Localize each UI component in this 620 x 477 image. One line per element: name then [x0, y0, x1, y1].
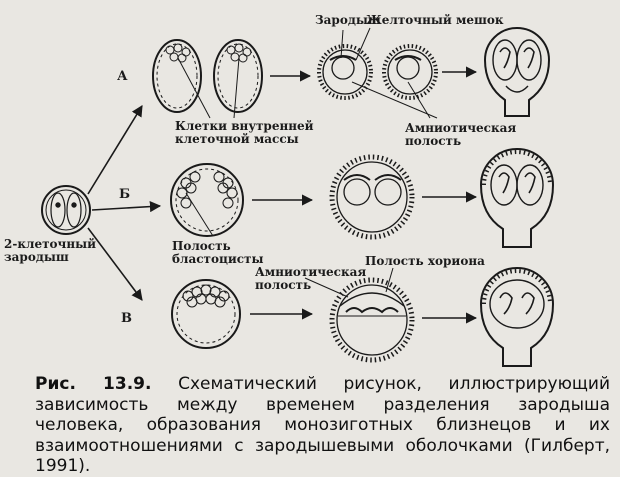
route-c-fetuses — [479, 267, 555, 367]
route-b-fetuses — [479, 148, 555, 248]
caption-text: Схематический рисунок, иллюстрирующий за… — [35, 374, 610, 476]
leader-lines — [177, 27, 438, 298]
label-chorion-cavity: Полость хориона — [365, 254, 485, 268]
label-amniotic-cavity-top: Амниотическая полость — [405, 121, 517, 148]
route-b-implanted-embryo — [329, 154, 415, 240]
route-a-fetuses — [483, 27, 551, 117]
label-inner-cell-mass: Клетки внутренней клеточной массы — [175, 119, 314, 146]
label-blastocyst-cavity: Полость бластоцисты — [172, 239, 264, 266]
label-embryo: Зародыш — [315, 13, 381, 27]
route-a-split-blastocysts — [152, 39, 263, 113]
figure-number: Рис. 13.9. — [35, 374, 152, 394]
label-amniotic-cavity-bottom: Амниотическая полость — [255, 265, 367, 292]
label-route-a: А — [117, 69, 128, 84]
branch-arrows — [87, 105, 162, 301]
two-cell-embryo — [41, 185, 91, 235]
route-c-implanted-embryo — [329, 277, 415, 363]
label-two-cell-embryo: 2-клеточный зародыш — [4, 237, 97, 264]
label-yolk-sac: Желточный мешок — [366, 13, 504, 27]
label-route-b: Б — [119, 187, 131, 202]
route-a-implanted-embryos — [317, 44, 438, 100]
label-route-c: В — [121, 311, 132, 326]
figure-caption: Рис. 13.9. Схематический рисунок, иллюст… — [35, 374, 610, 477]
route-b-blastocyst — [170, 163, 244, 237]
route-c-blastocyst — [171, 279, 241, 349]
